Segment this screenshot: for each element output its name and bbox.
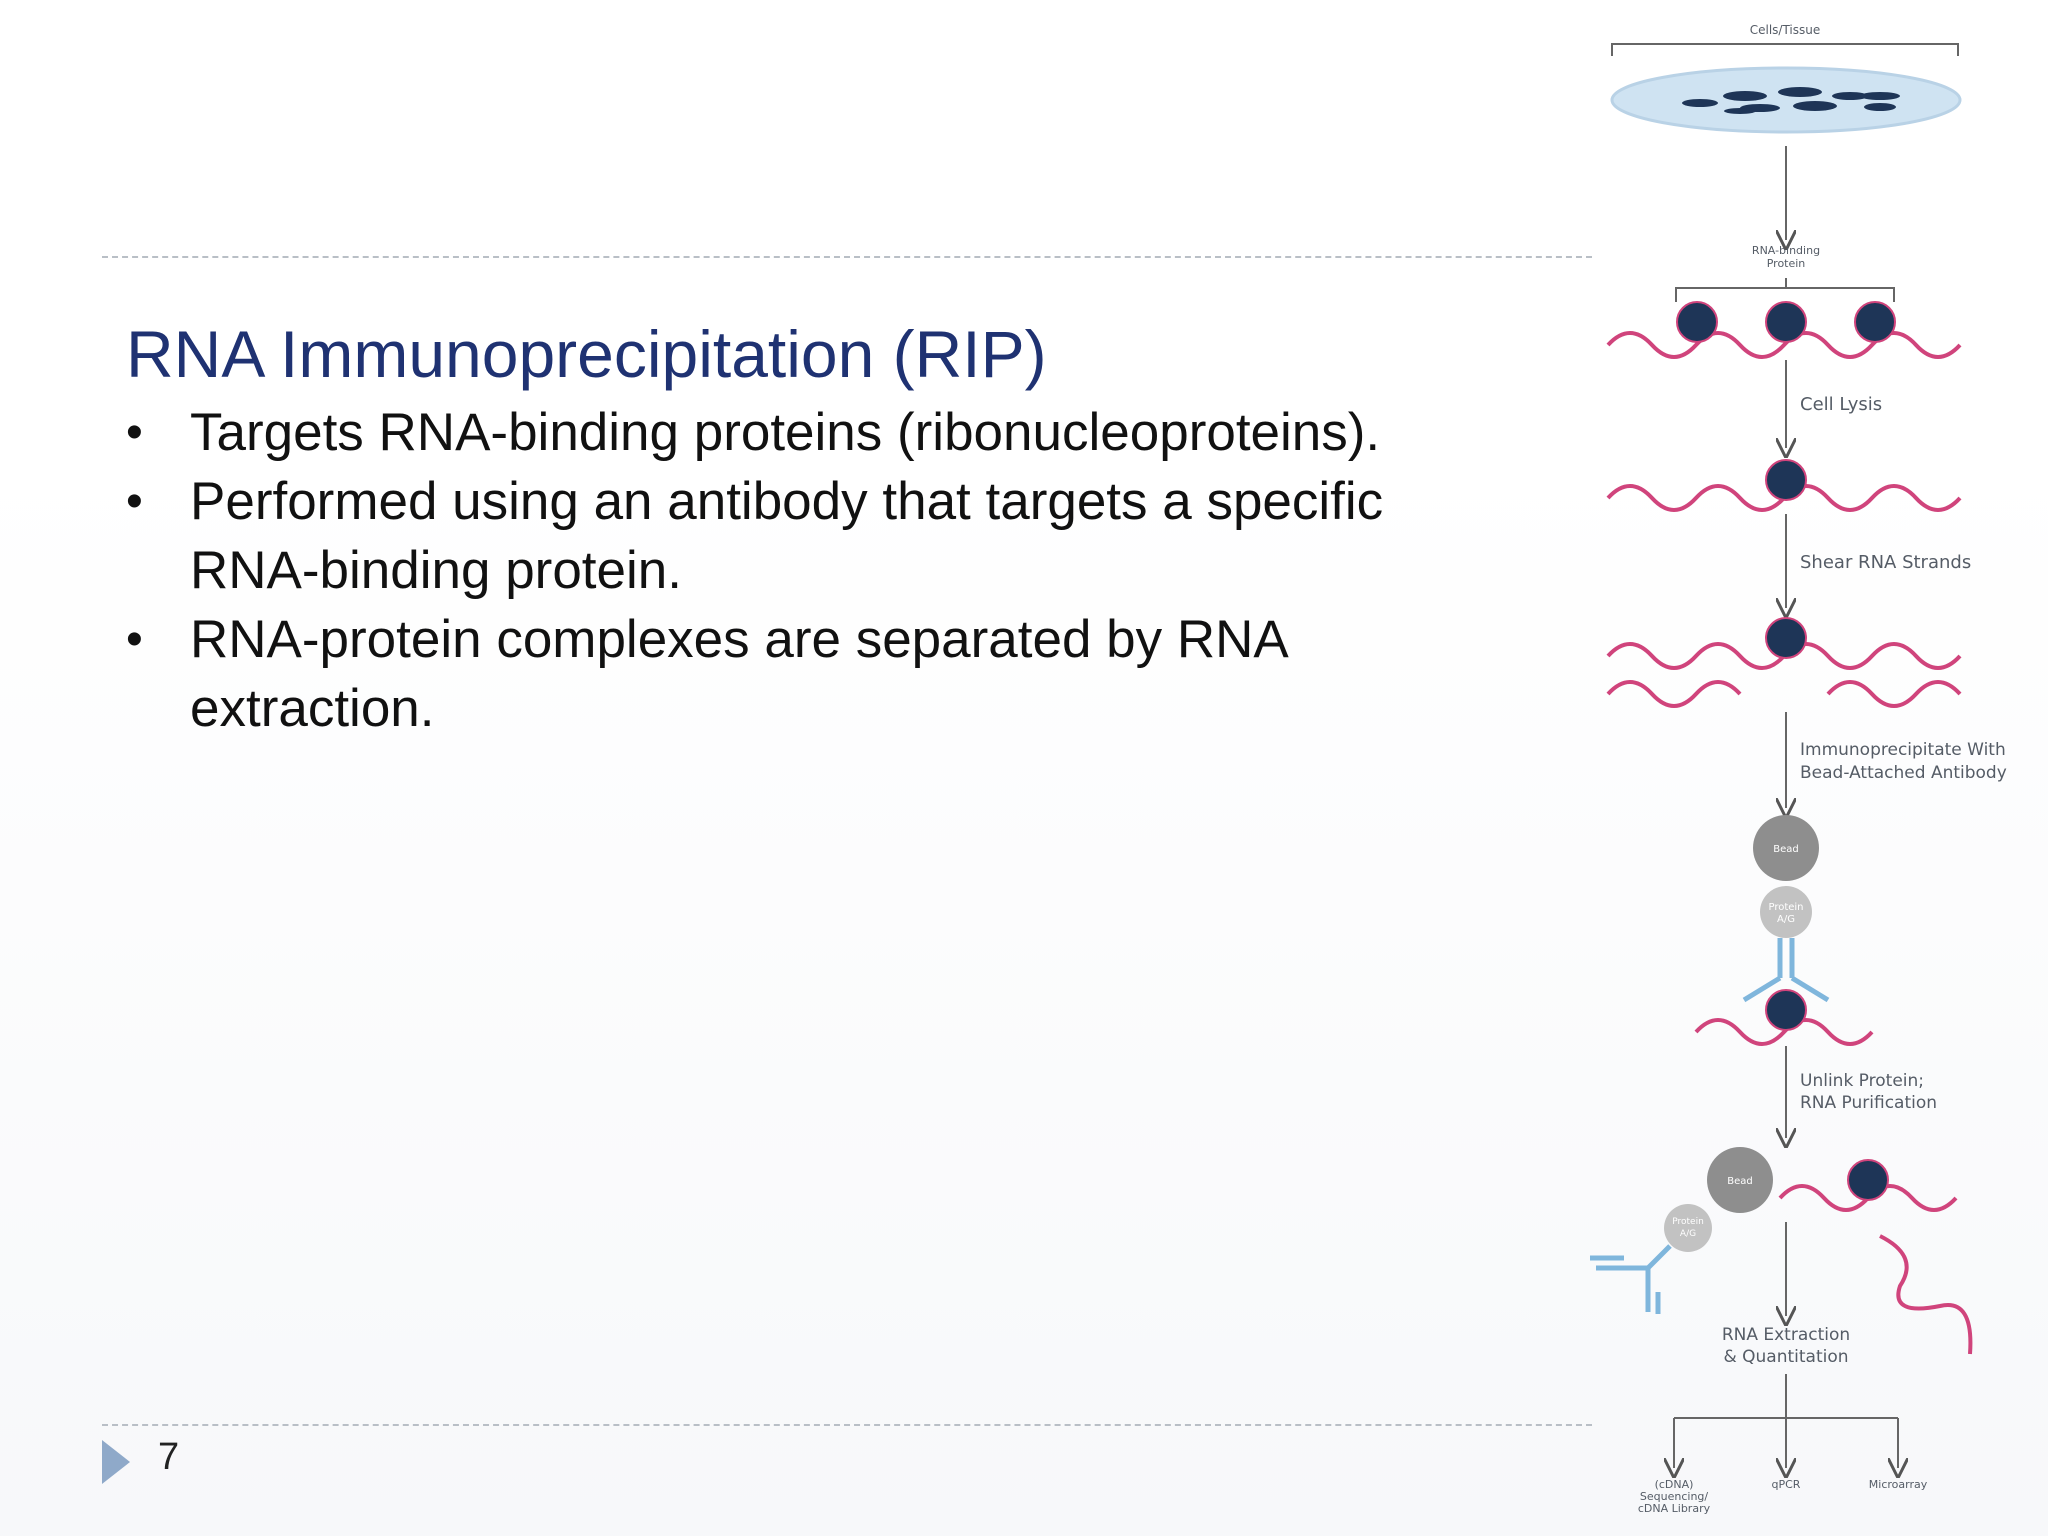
- immunoprecipitate-label: Immunoprecipitate With: [1800, 740, 2006, 760]
- rna-strand: [1879, 1234, 1973, 1355]
- unlink-label: Unlink Protein;: [1800, 1071, 1924, 1091]
- output-qpcr-label: qPCR: [1772, 1478, 1801, 1491]
- protein-icon: [1854, 301, 1896, 343]
- bullet-item: • RNA-protein complexes are separated by…: [126, 605, 1526, 743]
- bullet-text: RNA-protein complexes are separated by R…: [190, 610, 1286, 738]
- rna-binding-protein-label: RNA-binding: [1752, 244, 1820, 257]
- output-cdna-label: cDNA Library: [1638, 1502, 1711, 1515]
- cells-icon: [1682, 87, 1900, 114]
- rna-fragment: [1606, 680, 1742, 708]
- protein-icon: [1765, 301, 1807, 343]
- rna-fragment: [1826, 680, 1962, 708]
- antibody-icon: [1742, 938, 1830, 1003]
- protein-bracket: [1675, 278, 1895, 302]
- extraction-label: RNA Extraction: [1722, 1325, 1850, 1345]
- output-cdna-label: Sequencing/: [1640, 1490, 1709, 1503]
- immunoprecipitate-label: Bead-Attached Antibody: [1800, 763, 2007, 783]
- bottom-divider: [102, 1424, 1592, 1426]
- bullet-text: Targets RNA-binding proteins (ribonucleo…: [190, 403, 1381, 462]
- protein-icon: [1765, 617, 1807, 659]
- bullet-dot-icon: •: [126, 406, 143, 459]
- rna-strand: [1694, 1018, 1874, 1046]
- petri-dish-icon: [1610, 66, 1962, 134]
- bullet-text: Performed using an antibody that targets…: [190, 472, 1384, 600]
- bullet-list: • Targets RNA-binding proteins (ribonucl…: [126, 398, 1526, 743]
- slide-title: RNA Immunoprecipitation (RIP): [126, 317, 1047, 391]
- rna-strand: [1606, 331, 1962, 359]
- protein-icon: [1765, 989, 1807, 1031]
- protein-ag-label: A/G: [1680, 1229, 1696, 1239]
- unlink-label: RNA Purification: [1800, 1093, 1937, 1113]
- protein-icon: [1765, 459, 1807, 501]
- shear-label: Shear RNA Strands: [1800, 552, 1971, 573]
- bead-label: Bead: [1727, 1176, 1753, 1187]
- bullet-item: • Performed using an antibody that targe…: [126, 467, 1526, 605]
- output-cdna-label: (cDNA): [1655, 1478, 1694, 1491]
- rip-workflow-diagram: Cells/Tissue RNA-binding Protein Cell Ly…: [1590, 23, 2007, 1515]
- protein-icon: [1847, 1159, 1889, 1201]
- rna-binding-protein-label: Protein: [1767, 257, 1806, 270]
- bead-icon: [1707, 1147, 1773, 1213]
- page-arrow-icon: [102, 1440, 130, 1484]
- bullet-dot-icon: •: [126, 475, 143, 528]
- protein-ag-icon: [1760, 886, 1812, 938]
- cell-lysis-label: Cell Lysis: [1800, 394, 1882, 415]
- bead-label: Bead: [1773, 844, 1799, 855]
- protein-ag-label: Protein: [1672, 1217, 1704, 1227]
- page-number: 7: [158, 1436, 180, 1478]
- antibody-icon: [1590, 1244, 1672, 1314]
- protein-icon: [1676, 301, 1718, 343]
- cells-bracket: [1611, 43, 1959, 56]
- cells-tissue-label: Cells/Tissue: [1750, 23, 1821, 37]
- protein-ag-icon: [1664, 1204, 1712, 1252]
- bullet-dot-icon: •: [126, 613, 143, 666]
- bullet-item: • Targets RNA-binding proteins (ribonucl…: [126, 398, 1526, 467]
- output-microarray-label: Microarray: [1869, 1478, 1928, 1491]
- protein-ag-label: A/G: [1777, 914, 1795, 925]
- bead-icon: [1753, 815, 1819, 881]
- top-divider: [102, 256, 1592, 258]
- protein-ag-label: Protein: [1768, 902, 1803, 913]
- extraction-label: & Quantitation: [1723, 1347, 1848, 1367]
